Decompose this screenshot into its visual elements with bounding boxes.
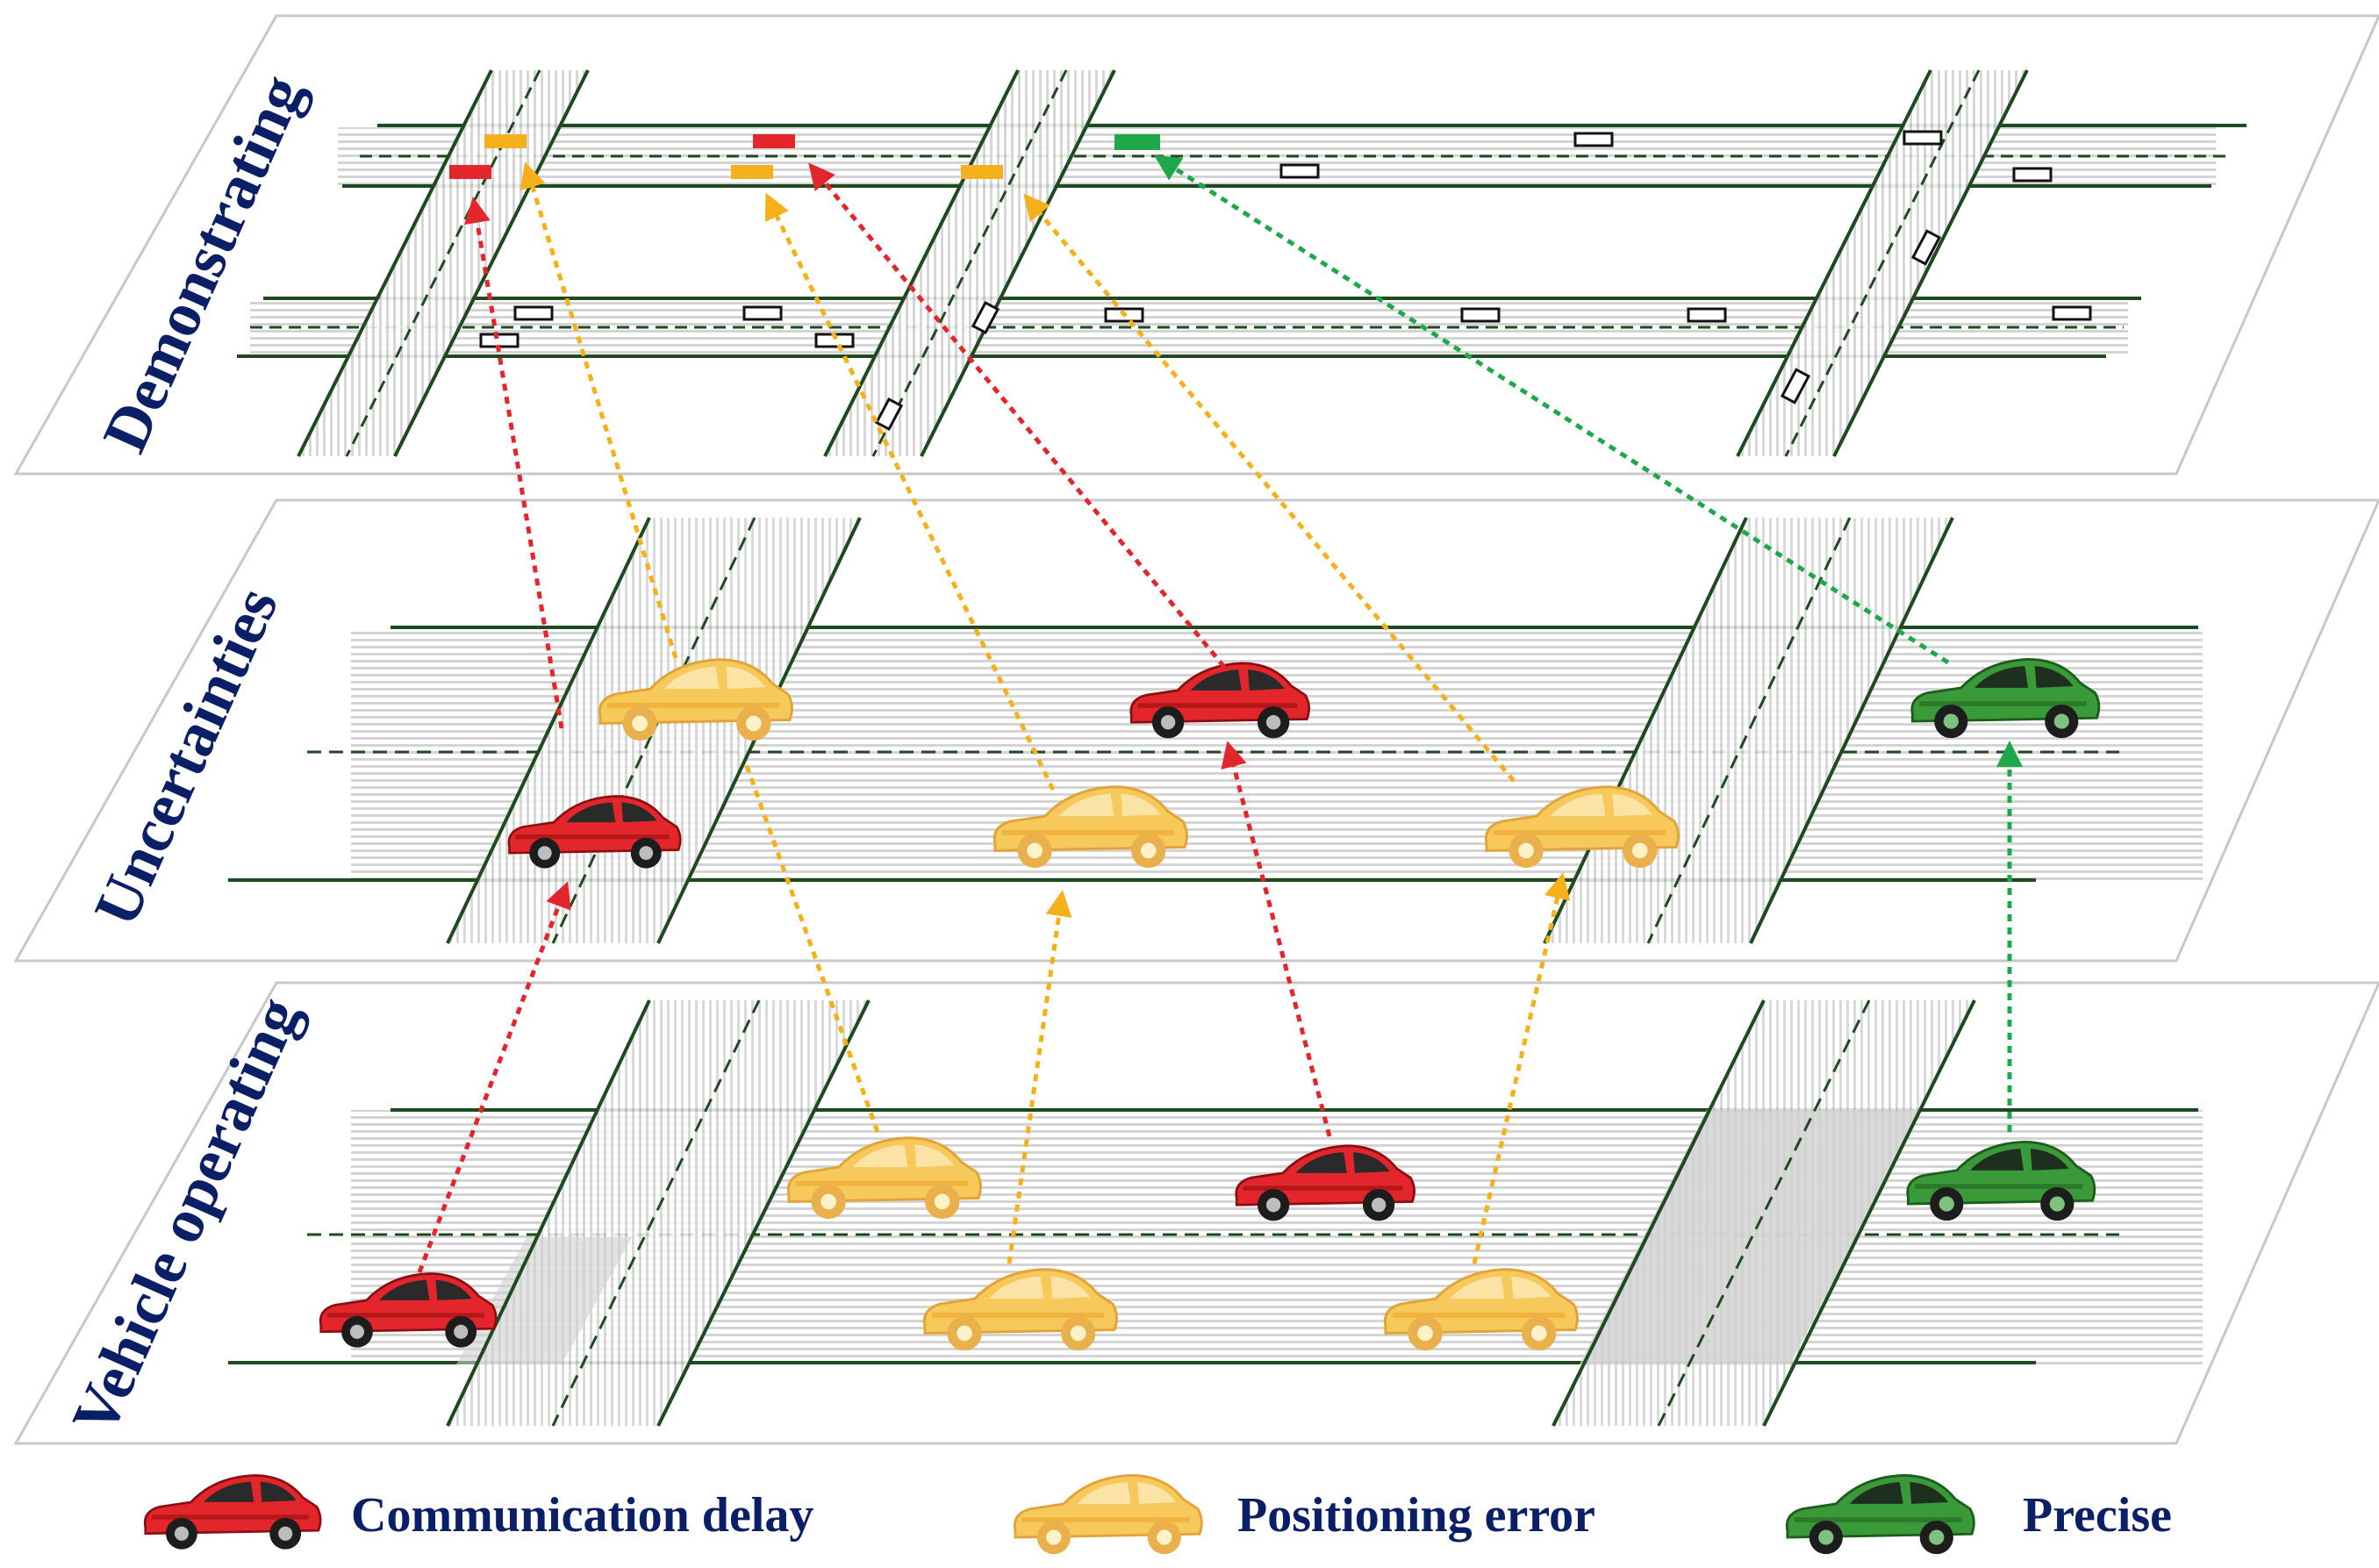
arrow-red [808, 162, 1226, 669]
legend-item-positioning-error: Positioning error [1013, 1473, 1595, 1556]
arrow-green [1153, 154, 1950, 665]
layer-demonstrating: Demonstrating [13, 14, 2379, 476]
other-vehicles [479, 130, 2092, 432]
legend-label-communication-delay: Communication delay [351, 1488, 813, 1543]
legend-green-car-icon [1785, 1473, 1975, 1556]
arrow-yellow [764, 192, 1056, 791]
arrow-yellow [1023, 193, 1516, 783]
arrow-red [464, 197, 564, 729]
arrow-yellow [1472, 872, 1571, 1264]
arrow-yellow [520, 161, 678, 659]
marker-red [449, 165, 491, 179]
legend-label-precise: Precise [2023, 1488, 2172, 1543]
marker-yellow [731, 165, 773, 179]
marker-yellow [484, 134, 527, 148]
uncertainty-arrows [417, 154, 2023, 1273]
legend-label-positioning-error: Positioning error [1237, 1488, 1595, 1543]
marker-yellow [961, 165, 1003, 179]
layer-uncertainties: Uncertainties [13, 498, 2379, 963]
legend-red-car-icon [143, 1474, 322, 1551]
marker-red [753, 134, 795, 148]
legend-item-precise: Precise [1785, 1473, 2172, 1556]
legend-yellow-car-icon [1013, 1473, 1203, 1556]
arrow-red [417, 881, 571, 1273]
demonstrated-positions [449, 134, 1160, 179]
marker-green [1114, 134, 1160, 150]
layer-vehicle-operating: Vehicle operating [13, 981, 2379, 1445]
legend: Communication delay Positioning error Pr… [143, 1473, 2172, 1556]
arrow-yellow [1007, 890, 1072, 1264]
legend-item-communication-delay: Communication delay [143, 1474, 813, 1551]
arrow-red [1221, 741, 1332, 1137]
